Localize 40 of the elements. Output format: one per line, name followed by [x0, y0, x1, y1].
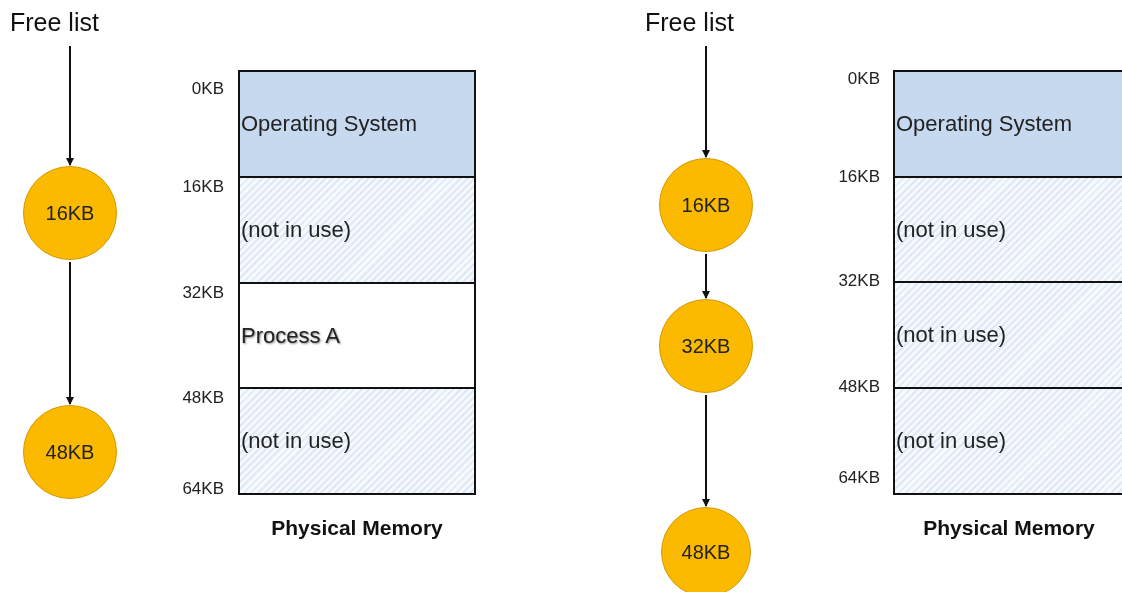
segment-label: Process A	[240, 322, 341, 349]
free-segment	[893, 387, 1122, 495]
arrow	[66, 45, 74, 166]
address-label: 32KB	[181, 283, 224, 303]
block-size: 16KB	[681, 193, 731, 217]
arrow	[702, 394, 710, 507]
address-label: 16KB	[181, 177, 224, 197]
process-segment	[238, 282, 476, 389]
free-segment	[893, 281, 1122, 389]
memory-caption: Physical Memory	[270, 516, 444, 540]
free-segment	[238, 387, 476, 495]
address-label: 48KB	[837, 377, 880, 397]
segment-label: (not in use)	[895, 322, 1007, 348]
arrow	[702, 45, 710, 158]
segment-label: (not in use)	[895, 216, 1007, 243]
block-size: 32KB	[681, 334, 731, 358]
memory-caption: Physical Memory	[922, 516, 1096, 540]
segment-label: (not in use)	[240, 428, 352, 454]
block-size: 48KB	[681, 540, 731, 564]
block-size: 16KB	[45, 201, 95, 225]
segment-label: Operating System	[895, 111, 1073, 137]
free-segment	[893, 176, 1122, 283]
list-heading: Free list	[10, 8, 110, 44]
address-label: 0KB	[190, 79, 224, 99]
address-label: 0KB	[846, 69, 880, 89]
os-segment	[893, 70, 1122, 178]
address-label: 32KB	[837, 271, 880, 291]
os-segment	[238, 70, 476, 178]
address-label: 64KB	[837, 468, 880, 488]
free-segment	[238, 176, 476, 284]
block-size: 48KB	[45, 440, 95, 464]
arrow	[66, 261, 74, 405]
address-label: 48KB	[181, 388, 224, 408]
address-label: 64KB	[181, 479, 224, 499]
list-heading: Free list	[645, 8, 745, 44]
segment-label: (not in use)	[895, 428, 1007, 454]
address-label: 16KB	[837, 167, 880, 187]
segment-label: (not in use)	[240, 217, 352, 243]
arrow	[702, 253, 710, 299]
segment-label: Operating System	[240, 111, 418, 137]
